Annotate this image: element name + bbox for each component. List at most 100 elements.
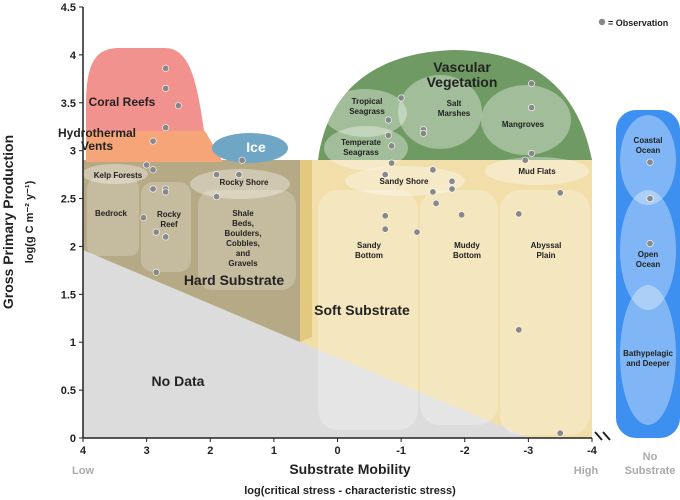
observation-point: [238, 156, 246, 164]
observation-point: [381, 225, 389, 233]
x-tick-label: 0: [334, 445, 340, 457]
observation-point: [448, 185, 456, 193]
tropical-seagrass-overlay: [323, 89, 407, 137]
shale-label-line-5: Gravels: [228, 259, 258, 268]
y-tick-label: 0.5: [61, 385, 76, 397]
observation-point: [515, 326, 523, 334]
rocky-shore-label: Rocky Shore: [220, 178, 269, 187]
y-tick-label: 3: [70, 146, 76, 158]
observation-point: [162, 124, 170, 132]
temperate-seagrass-label-line-1: Seagrass: [343, 148, 379, 157]
bathypelagic-label-line-1: and Deeper: [626, 359, 670, 368]
observation-point: [162, 84, 170, 92]
rocky-reef-label-line-1: Reef: [160, 220, 178, 229]
tropical-seagrass-label-line-1: Seagrass: [349, 107, 385, 116]
habitat-regions: [82, 48, 680, 441]
bedrock-overlay: [87, 178, 139, 256]
observation-point: [458, 211, 466, 219]
sandy-bottom-label-line-1: Bottom: [355, 251, 383, 260]
x-tick-label: 1: [271, 445, 277, 457]
salt-marshes-label-line-1: Marshes: [438, 109, 471, 118]
observation-point: [139, 214, 147, 222]
rocky-reef-label-line-0: Rocky: [157, 210, 182, 219]
observation-point: [162, 64, 170, 72]
open-ocean-overlay: [620, 190, 676, 310]
kelp-forests-overlay: [82, 164, 148, 184]
mud-flats-overlay: [485, 157, 589, 185]
observation-point: [384, 131, 392, 139]
y-tick-label: 1.5: [61, 289, 76, 301]
x-low-label: Low: [72, 465, 94, 477]
shale-label-line-0: Shale: [232, 209, 254, 218]
observation-point: [448, 177, 456, 185]
no-substrate-observation-point: [646, 195, 654, 203]
observation-point: [149, 166, 157, 174]
rocky-reef-overlay: [141, 182, 191, 272]
salt-marshes-overlay: [398, 75, 482, 149]
observation-point: [528, 80, 536, 88]
y-tick-label: 1: [70, 337, 76, 349]
observation-point: [413, 228, 421, 236]
abyssal-plain-label-line-1: Plain: [536, 251, 555, 260]
legend-marker: [598, 18, 606, 26]
no-substrate-column: [616, 110, 680, 438]
shale-label-line-4: and: [236, 249, 250, 258]
shale-label-line-1: Beds,: [232, 219, 254, 228]
observation-point: [162, 188, 170, 196]
no-substrate-observation-point: [646, 158, 654, 166]
observation-point: [152, 228, 160, 236]
no-substrate-observation-point: [646, 240, 654, 248]
y-tick-label: 4: [70, 50, 77, 62]
sandy-shore-label: Sandy Shore: [380, 177, 429, 186]
x-axis-sublabel: log(critical stress - characteristic str…: [244, 485, 456, 497]
observation-point: [556, 189, 564, 197]
x-tick-label: -2: [460, 445, 470, 457]
muddy-bottom-label-line-0: Muddy: [454, 241, 480, 250]
no-substrate-label-line-0: No: [643, 451, 658, 463]
observation-point: [432, 199, 440, 207]
muddy-bottom-overlay: [420, 190, 498, 425]
observation-point: [162, 233, 170, 241]
observation-point: [556, 429, 564, 437]
hard-substrate-region: [83, 160, 300, 342]
observation-point: [143, 161, 151, 169]
observation-point: [388, 159, 396, 167]
ice-label: Ice: [246, 139, 266, 155]
observation-point: [429, 166, 437, 174]
observation-point: [149, 137, 157, 145]
shale-overlay: [198, 190, 296, 290]
soft-substrate-region: [300, 160, 592, 438]
open-ocean-label-line-1: Ocean: [636, 260, 661, 269]
abyssal-plain-label-line-0: Abyssal: [531, 241, 562, 250]
hydrothermal-vents-label-line-0: Hydrothermal: [58, 126, 136, 140]
mangroves-label: Mangroves: [502, 120, 545, 129]
observation-point: [174, 102, 182, 110]
observation-point: [528, 150, 536, 158]
coral-reefs-region: [86, 48, 204, 131]
observation-point: [397, 94, 405, 102]
observation-points: [139, 64, 654, 437]
x-tick-label: 2: [207, 445, 213, 457]
no-substrate-label-line-1: Substrate: [625, 465, 676, 477]
bathypelagic-label-line-0: Bathypelagic: [623, 349, 673, 358]
bathypelagic-overlay: [620, 285, 676, 425]
vascular-vegetation-label-line-1: Vegetation: [427, 74, 498, 90]
observation-point: [429, 188, 437, 196]
tropical-seagrass-label-line-0: Tropical: [352, 97, 383, 106]
axis-break-icon: [594, 431, 611, 441]
observation-point: [235, 171, 243, 179]
observation-point: [149, 185, 157, 193]
y-tick-label: 2.5: [61, 194, 76, 206]
observation-point: [213, 171, 221, 179]
observation-point: [528, 104, 536, 112]
legend-label: = Observation: [608, 18, 668, 28]
observation-point: [419, 129, 427, 137]
x-tick-label: -1: [396, 445, 406, 457]
observation-point: [388, 142, 396, 150]
hydrothermal-vents-region: [86, 131, 223, 162]
salt-marshes-label-line-0: Salt: [447, 99, 462, 108]
x-tick-label: 3: [144, 445, 150, 457]
